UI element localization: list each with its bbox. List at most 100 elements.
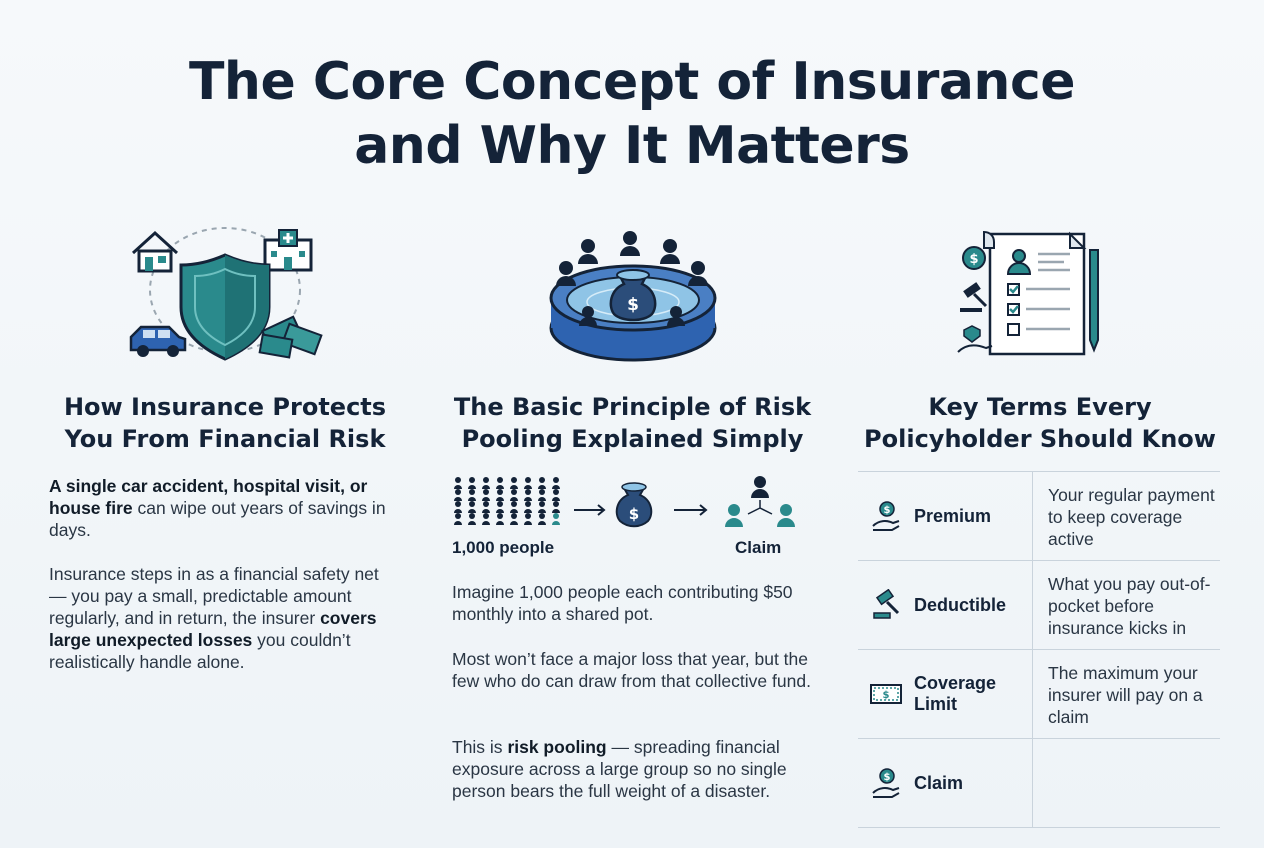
person-icon [511,489,517,495]
person-icon [482,485,490,489]
person-icon [483,513,489,519]
person-icon [497,489,503,495]
person-icon [510,509,518,513]
person-icon [455,477,461,483]
svg-text:$: $ [883,690,890,701]
term-definition [1033,739,1220,827]
hospital-icon [263,229,313,272]
title-line-2: and Why It Matters [354,116,910,176]
person-icon [552,521,560,525]
person-icon [539,489,545,495]
person-icon [482,497,490,501]
person-icon [496,485,504,489]
person-icon [454,497,462,501]
term-cell: $ Claim [858,739,1033,827]
pooling-diagram: $ [454,476,795,528]
person-icon [497,501,503,507]
term-name: Claim [914,772,964,793]
person-icon [469,501,475,507]
person-icon [553,513,559,519]
heading-line: How Insurance Protects [63,393,387,421]
money-bag-icon: $ [609,269,657,322]
term-name: Coverage Limit [914,673,997,714]
term-definition: The maximum your insurer will pay on a c… [1048,663,1203,727]
term-row: $ Claim [858,739,1220,828]
text: — spreading financial exposure across a … [452,737,787,801]
person-icon [469,513,475,519]
risk-pool-illustration: $ [549,231,717,362]
person-icon [553,477,559,483]
person-icon [539,501,545,507]
bold-text: A single car accident, hospital visit, o… [49,476,368,518]
person-icon [524,509,532,513]
person-icon [539,513,545,519]
policy-document-illustration: $ [957,230,1099,356]
bold-text: covers large unexpected losses [49,608,377,650]
house-icon [131,230,179,273]
money-icon [258,315,323,359]
car-icon [129,325,187,357]
svg-text:$: $ [627,295,639,315]
term-definition: Your regular payment to keep coverage ac… [1048,485,1215,549]
text: This is [452,737,508,757]
person-icon [454,485,462,489]
term-cell: Deductible [858,561,1033,649]
person-icon [468,485,476,489]
person-icon [510,521,518,525]
column-1-paragraph-2: Insurance steps in as a financial safety… [49,563,394,673]
person-icon [552,497,560,501]
svg-text:$: $ [884,505,891,516]
person-icon [510,497,518,501]
person-icon [455,501,461,507]
person-icon [468,521,476,525]
shield-icon [179,253,271,361]
person-icon [469,477,475,483]
term-cell: $ Premium [858,472,1033,560]
term-name: Premium [914,505,992,526]
term-row: Deductible What you pay out-of-pocket be… [858,561,1220,650]
person-icon [483,489,489,495]
people-grid-icon [454,477,560,525]
person-icon [482,509,490,513]
hand-coin-icon: $ [858,767,914,799]
term-cell: $ Coverage Limit [858,650,1033,738]
key-terms-table: $ Premium Your regular payment to keep c… [858,471,1220,828]
page-title: The Core Concept of Insurance and Why It… [0,50,1264,178]
person-icon [538,497,546,501]
person-icon [454,509,462,513]
bold-text: risk pooling [507,737,607,757]
text: can wipe out years of savings in days. [49,498,386,540]
person-icon [482,521,490,525]
money-bag-icon: $ [615,482,653,528]
person-icon [468,509,476,513]
people-icon [556,231,708,326]
svg-text:$: $ [969,252,978,267]
term-definition: What you pay out-of-pocket before insura… [1048,574,1211,638]
person-icon [552,485,560,489]
text: Insurance steps in as a financial safety… [49,564,379,628]
column-1-paragraph-1: A single car accident, hospital visit, o… [49,475,409,541]
title-line-1: The Core Concept of Insurance [188,52,1076,112]
person-icon [468,497,476,501]
person-icon [539,477,545,483]
column-2-heading: The Basic Principle of Risk Pooling Expl… [440,391,825,455]
person-icon [511,477,517,483]
person-icon [538,521,546,525]
person-icon [525,513,531,519]
heading-line: The Basic Principle of Risk [453,393,812,421]
person-icon [497,513,503,519]
person-icon [496,497,504,501]
person-icon [497,477,503,483]
term-row: $ Premium Your regular payment to keep c… [858,472,1220,561]
hand-coin-icon: $ [858,500,914,532]
column-1-heading: How Insurance Protects You From Financia… [40,391,410,455]
person-icon [524,485,532,489]
heading-line: Policyholder Should Know [864,425,1216,453]
person-icon [455,513,461,519]
heading-line: Key Terms Every [928,393,1152,421]
person-icon [455,489,461,495]
banknote-icon: $ [858,682,914,706]
column-3-heading: Key Terms Every Policyholder Should Know [855,391,1225,455]
diagram-right-label: Claim [735,538,782,557]
diagram-left-label: 1,000 people [452,538,555,557]
